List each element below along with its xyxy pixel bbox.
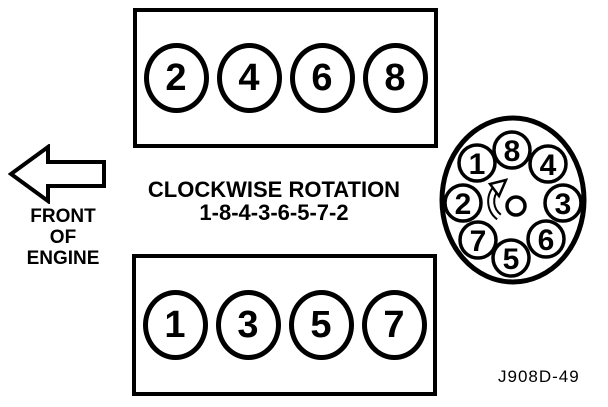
cylinder-3-number: 3	[237, 304, 259, 346]
cylinder-5: 5	[288, 290, 354, 360]
cylinder-4: 4	[216, 43, 282, 113]
terminal-4-number: 4	[540, 149, 557, 182]
distributor-terminal-1: 1	[457, 143, 497, 183]
cylinder-5-number: 5	[310, 304, 332, 346]
cylinder-bank-top: 2 4 6 8	[133, 8, 438, 148]
rotation-caption: CLOCKWISE ROTATION 1-8-4-3-6-5-7-2	[144, 178, 404, 224]
cylinder-2: 2	[143, 43, 209, 113]
cylinder-6-number: 6	[311, 57, 333, 99]
cylinder-7: 7	[361, 290, 427, 360]
distributor-terminal-4: 4	[528, 144, 568, 184]
rotation-label: CLOCKWISE ROTATION	[147, 177, 401, 202]
cylinder-7-number: 7	[383, 304, 405, 346]
front-of-engine-arrow-icon	[8, 144, 106, 204]
cylinder-1: 1	[142, 290, 208, 360]
cylinder-3: 3	[215, 290, 281, 360]
terminal-1-number: 1	[469, 148, 486, 181]
distributor-cap-diagram: 8 4 3 6 5 7 2 1	[439, 115, 587, 285]
front-of-engine-line-3: ENGINE	[26, 248, 100, 269]
terminal-2-number: 2	[455, 188, 472, 221]
figure-code: J908D-49	[498, 367, 580, 386]
front-of-engine-label: FRONT OF ENGINE	[8, 206, 118, 269]
cylinder-bank-bottom: 1 3 5 7	[132, 254, 437, 396]
terminal-7-number: 7	[470, 225, 487, 258]
terminal-8-number: 8	[504, 135, 521, 168]
left-arrow-shape	[8, 144, 106, 204]
distributor-terminal-8: 8	[492, 130, 532, 170]
distributor-terminal-3: 3	[543, 183, 583, 223]
firing-order-sequence: 1-8-4-3-6-5-7-2	[199, 200, 349, 225]
cylinder-6: 6	[289, 43, 355, 113]
cylinder-4-number: 4	[238, 57, 260, 99]
distributor-terminal-7: 7	[458, 220, 498, 260]
cylinder-8-number: 8	[384, 57, 406, 99]
cylinder-8: 8	[362, 43, 428, 113]
front-of-engine-line-1: FRONT	[30, 206, 96, 227]
distributor-terminal-6: 6	[526, 219, 566, 259]
clockwise-rotation-arrow-icon	[487, 178, 509, 221]
distributor-terminal-5: 5	[491, 238, 531, 278]
cylinder-1-number: 1	[164, 304, 186, 346]
terminal-6-number: 6	[538, 224, 555, 257]
cylinder-2-number: 2	[165, 57, 187, 99]
distributor-terminal-2: 2	[443, 183, 483, 223]
terminal-3-number: 3	[555, 188, 572, 221]
front-of-engine-line-2: OF	[49, 227, 77, 248]
rotor-center-circle	[505, 195, 527, 217]
terminal-5-number: 5	[503, 243, 520, 276]
